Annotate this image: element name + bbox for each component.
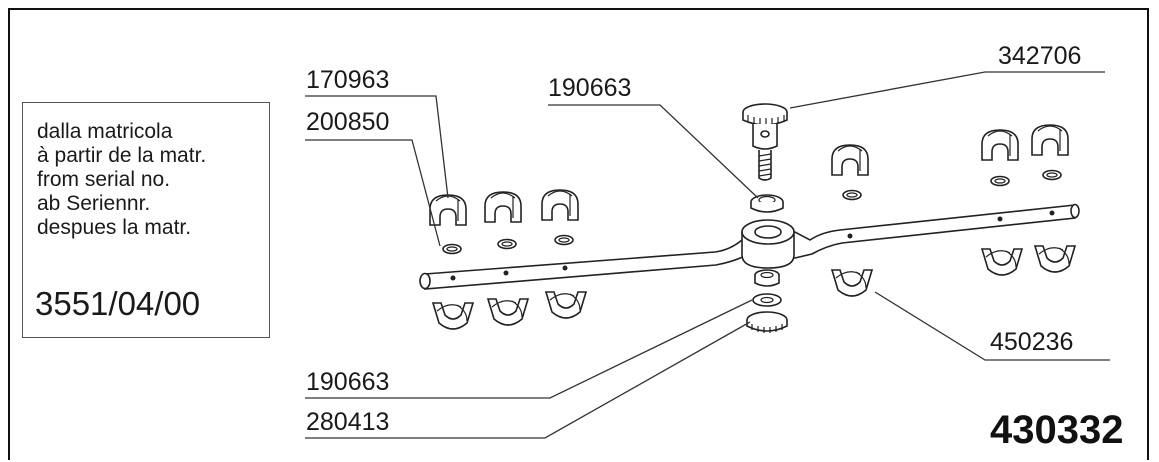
- assembly-number: 430332: [990, 408, 1123, 452]
- callout-170963: 170963: [306, 66, 389, 94]
- clip-bottom-4: [831, 269, 873, 297]
- callout-342706: 342706: [998, 42, 1081, 70]
- clip-bottom-3: [545, 291, 587, 319]
- note-line-french: à partir de la matr.: [37, 144, 207, 167]
- oring-2: [497, 238, 517, 250]
- leader-lines: [305, 71, 1110, 439]
- oring-5: [990, 175, 1010, 187]
- serial-note-box: dalla matricola à partir de la matr. fro…: [22, 102, 270, 338]
- bottom-bushing: [754, 269, 780, 287]
- washer-top: [750, 194, 784, 213]
- clip-bottom-6: [1034, 245, 1076, 273]
- central-hub: [741, 219, 795, 269]
- note-line-italian: dalla matricola: [37, 120, 173, 143]
- note-line-spanish: despues la matr.: [37, 216, 192, 239]
- knurled-screw: [742, 103, 788, 181]
- clip-top-6: [1031, 124, 1069, 156]
- washer-bottom: [752, 293, 782, 307]
- clip-top-2: [484, 191, 522, 223]
- clip-top-1: [429, 194, 467, 226]
- knurled-nut: [746, 311, 788, 333]
- oring-1: [442, 243, 462, 255]
- callout-190663-top: 190663: [548, 74, 631, 102]
- callout-450236: 450236: [990, 328, 1073, 356]
- clip-bottom-2: [487, 298, 529, 326]
- clip-top-4: [831, 144, 869, 176]
- oring-6: [1042, 169, 1062, 181]
- clip-bottom-5: [981, 248, 1023, 276]
- note-line-german: ab Seriennr.: [37, 192, 151, 215]
- clip-top-3: [541, 189, 579, 221]
- serial-number: 3551/04/00: [35, 285, 201, 322]
- callout-200850: 200850: [306, 108, 389, 136]
- oring-4: [842, 189, 862, 201]
- clip-bottom-1: [432, 302, 474, 330]
- callout-190663-bottom: 190663: [306, 368, 389, 396]
- clip-top-5: [981, 129, 1019, 161]
- callout-280413: 280413: [306, 408, 389, 436]
- note-line-english: from serial no.: [37, 168, 171, 191]
- oring-3: [554, 234, 574, 246]
- drawing-frame: [8, 8, 1149, 460]
